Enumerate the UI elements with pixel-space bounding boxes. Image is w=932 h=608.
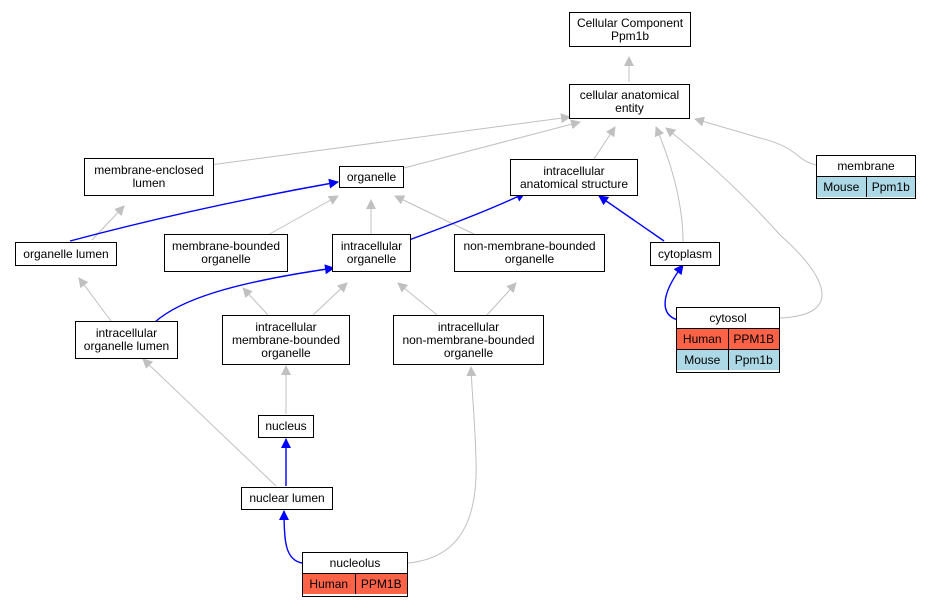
edge-ol-to-mel xyxy=(91,205,125,241)
node-nucleolus[interactable]: nucleolus Human PPM1B xyxy=(302,552,408,597)
edge-cytosol-to-cae xyxy=(665,127,823,319)
node-cellular-anatomical-entity[interactable]: cellular anatomical entity xyxy=(569,84,690,119)
edge-mel-to-cae xyxy=(209,113,571,166)
node-non-membrane-bounded-organelle[interactable]: non-membrane-bounded organelle xyxy=(454,234,605,272)
edge-nucleolus-to-inmbo xyxy=(407,366,477,564)
node-cytoplasm[interactable]: cytoplasm xyxy=(650,242,720,266)
nucleolus-annotation-row-human: Human PPM1B xyxy=(303,574,407,594)
gene-label: PPM1B xyxy=(354,574,408,594)
edge-cytosol-part-of-cytoplasm xyxy=(664,264,684,321)
edge-nl-to-iol xyxy=(142,358,277,487)
edge-ias-to-cae xyxy=(593,126,616,160)
node-nucleolus-title: nucleolus xyxy=(303,553,407,574)
species-label: Human xyxy=(309,577,349,591)
edge-nmbo-to-organelle xyxy=(394,195,479,237)
membrane-annotation-row: Mouse Ppm1b xyxy=(817,177,915,197)
species-label: Human xyxy=(682,332,722,346)
node-membrane-enclosed-lumen[interactable]: membrane-enclosed lumen xyxy=(84,158,214,196)
node-nucleus[interactable]: nucleus xyxy=(258,415,314,438)
species-label: Mouse xyxy=(684,353,721,367)
node-cytosol-title: cytosol xyxy=(677,308,779,329)
edge-iol-to-ol xyxy=(78,277,112,322)
edge-membrane-to-cae xyxy=(694,116,817,166)
node-membrane-bounded-organelle[interactable]: membrane-bounded organelle xyxy=(164,234,288,272)
node-membrane[interactable]: membrane Mouse Ppm1b xyxy=(816,155,916,199)
cytosol-annotation-row-mouse: Mouse Ppm1b xyxy=(677,350,779,370)
edge-organelle-to-cae xyxy=(403,119,581,169)
edge-cytoplasm-part-of-ias xyxy=(598,195,665,242)
edge-inmbo-to-nmbo xyxy=(486,282,517,316)
gene-label: Ppm1b xyxy=(727,350,780,370)
node-organelle[interactable]: organelle xyxy=(339,166,404,188)
node-organelle-lumen[interactable]: organelle lumen xyxy=(15,242,117,266)
node-intracellular-non-membrane-bounded-organelle[interactable]: intracellular non-membrane-bounded organ… xyxy=(393,315,544,365)
edge-io-part-of-ias xyxy=(408,192,526,241)
gene-label: Ppm1b xyxy=(865,177,916,197)
edge-imbo-to-io xyxy=(312,282,348,316)
node-cellular-component[interactable]: Cellular Component Ppm1b xyxy=(569,12,691,47)
node-membrane-title: membrane xyxy=(817,156,915,177)
node-intracellular-membrane-bounded-organelle[interactable]: intracellular membrane-bounded organelle xyxy=(222,315,350,365)
node-intracellular-organelle-lumen[interactable]: intracellular organelle lumen xyxy=(75,321,178,359)
edge-ol-part-of-organelle xyxy=(69,178,339,242)
edge-nucleolus-part-of-nl xyxy=(279,510,303,564)
node-intracellular-anatomical-structure[interactable]: intracellular anatomical structure xyxy=(510,159,638,196)
node-cytosol[interactable]: cytosol Human PPM1B Mouse Ppm1b xyxy=(676,307,780,373)
edge-cytoplasm-to-cae xyxy=(654,126,684,243)
edge-mbo-to-organelle xyxy=(265,195,339,237)
node-intracellular-organelle[interactable]: intracellular organelle xyxy=(332,234,411,272)
edge-inmbo-to-io xyxy=(397,282,438,316)
edge-iol-part-of-io xyxy=(154,264,335,323)
species-label: Mouse xyxy=(823,180,860,194)
edge-imbo-to-mbo xyxy=(242,287,269,316)
gene-label: PPM1B xyxy=(727,329,780,349)
node-nuclear-lumen[interactable]: nuclear lumen xyxy=(241,487,333,510)
cytosol-annotation-row-human: Human PPM1B xyxy=(677,329,779,350)
